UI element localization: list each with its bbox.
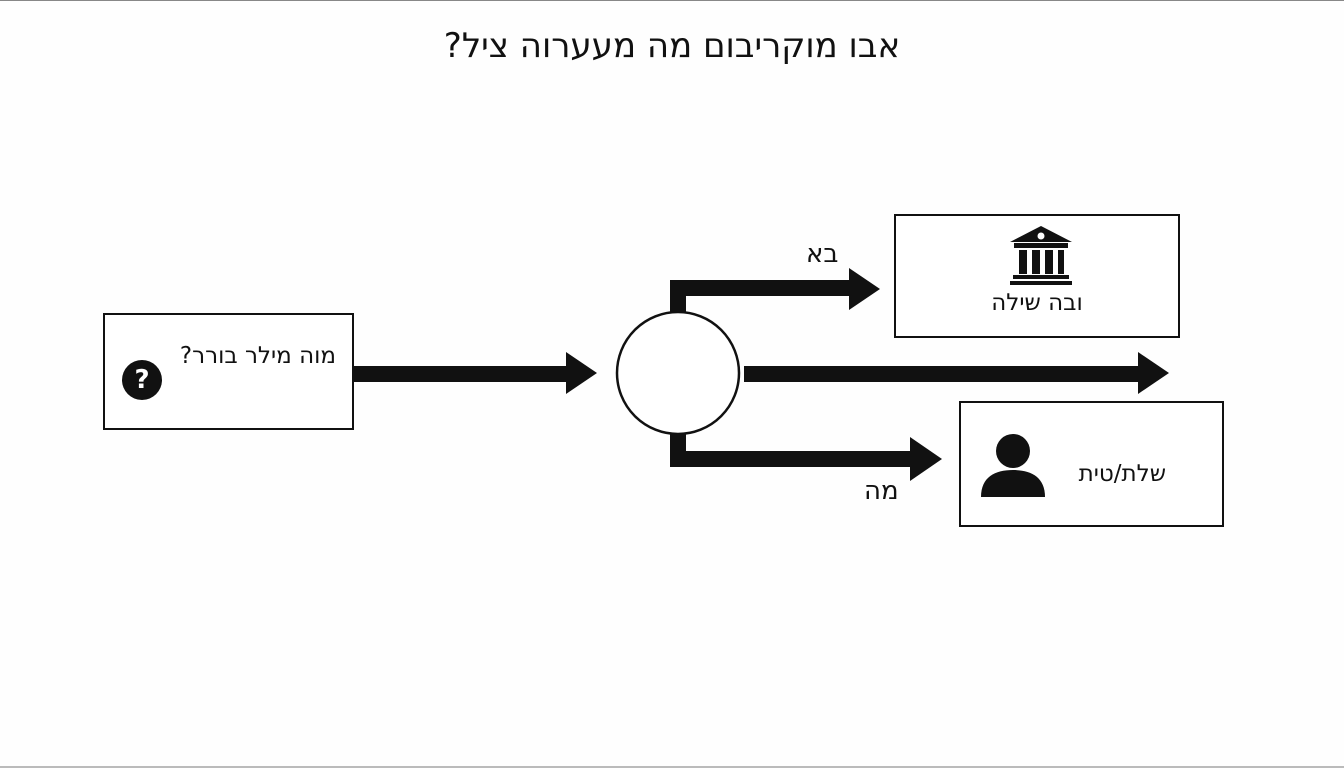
arrow-hub-to-institution bbox=[670, 268, 880, 312]
hub-node bbox=[615, 310, 741, 436]
institution-node: ובה שילה bbox=[894, 214, 1180, 338]
person-node: שלת/טית bbox=[959, 401, 1224, 527]
institution-node-label: ובה שילה bbox=[991, 290, 1083, 316]
diagram-title: אבו מוקריבום מה מעערוה ציל? bbox=[443, 26, 901, 66]
arrow-hub-straight bbox=[744, 352, 1169, 394]
person-node-label: שלת/טית bbox=[1078, 461, 1166, 487]
question-circle-icon: ? bbox=[122, 360, 162, 400]
question-node: מוה מילר בורר? ? bbox=[103, 313, 354, 430]
person-icon bbox=[981, 434, 1045, 497]
arrow-input-to-hub bbox=[354, 352, 597, 394]
frame-bottom-border bbox=[0, 766, 1344, 768]
question-node-label: מוה מילר בורר? bbox=[179, 343, 336, 369]
bank-building-icon bbox=[1010, 226, 1072, 285]
arrow-hub-to-person bbox=[670, 434, 942, 481]
edge-label-top: בא bbox=[806, 239, 839, 269]
frame-top-border bbox=[0, 0, 1344, 1]
edge-label-bottom: מה bbox=[864, 476, 899, 506]
